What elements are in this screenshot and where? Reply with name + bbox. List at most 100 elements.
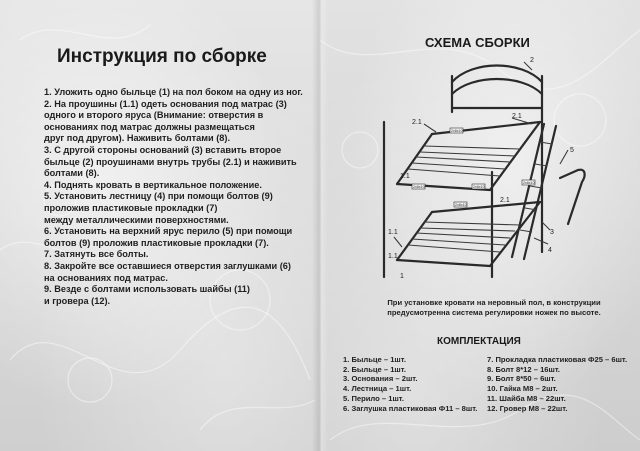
- leader-line: [393, 236, 403, 248]
- ladder-rung: [529, 185, 543, 189]
- step-line: болтами (8).: [44, 168, 100, 179]
- upper-slat: [423, 145, 521, 150]
- step-line: 1. Уложить одно быльце (1) на пол боком …: [44, 87, 303, 97]
- note-line: предусмотренна система регулировки ножек…: [387, 308, 601, 317]
- book-fold-shadow: [312, 0, 328, 451]
- safety-railing: [558, 168, 586, 226]
- lower-base-end: [395, 210, 434, 262]
- kit-item: 4. Лестница – 1шт.: [343, 384, 412, 394]
- kit-item: 5. Перило – 1шт.: [343, 393, 404, 403]
- lower-slat: [407, 244, 501, 253]
- bolt-marker: [471, 183, 486, 190]
- headboard-arch: [450, 64, 544, 84]
- step-line: болтов (9) проложив пластиковые прокладк…: [44, 237, 269, 248]
- lower-slat: [415, 232, 511, 239]
- step-line: 5. Установить лестницу (4) при помощи бо…: [44, 191, 273, 202]
- step-line: друг под другом). Наживить болтами (8).: [44, 133, 231, 144]
- upper-slat: [411, 162, 506, 170]
- leader-line: [511, 117, 533, 125]
- bolt-marker: [453, 201, 468, 208]
- left-page: Инструкция по сборке 1. Уложить одно был…: [0, 0, 320, 451]
- leader-line: [541, 221, 551, 231]
- part-label-1-1: 1.1: [388, 253, 398, 260]
- kit-item: 7. Прокладка пластиковая Ф25 – 6шт.: [487, 355, 628, 364]
- ladder-rung: [539, 141, 553, 145]
- bolt-marker: [521, 179, 536, 186]
- part-label-5: 5: [570, 147, 574, 154]
- bolt-marker-label: 2x8x10: [473, 185, 485, 189]
- bolt-marker-label: 2x8x10: [523, 181, 535, 185]
- upper-slat: [407, 168, 501, 177]
- lower-base-side: [430, 200, 542, 214]
- part-label-1-1: 1.1: [400, 173, 410, 180]
- step-line: 9. Везде с болтами использовать шайбы (1…: [44, 284, 250, 295]
- kit-item: 10. Гайка М8 – 2шт.: [487, 384, 558, 394]
- kit-item: 1. Быльце – 1шт.: [343, 355, 406, 364]
- kit-item: 11. Шайба М8 – 22шт.: [487, 393, 566, 403]
- part-label-2-1: 2.1: [500, 197, 510, 204]
- part-label-4: 4: [548, 247, 552, 254]
- part-label-1-1: 1.1: [388, 229, 398, 236]
- floral-pattern-decoration: [320, 29, 640, 441]
- lower-slat: [423, 221, 521, 226]
- step-line: одного и второго яруса (Внимание: отверс…: [44, 110, 264, 121]
- leader-line: [423, 123, 437, 133]
- step-line: основаниях под матрас должны размещаться: [44, 121, 255, 132]
- leader-line: [523, 61, 533, 71]
- lower-slat: [419, 227, 516, 232]
- scheme-title: СХЕМА СБОРКИ: [425, 35, 530, 50]
- bolt-marker-label: 2x8x10: [413, 185, 425, 189]
- bunk-bed-assembly-diagram: 2x8x10 2x8x10 2x8x10 2x8x10 2x8x10 2 2.1…: [382, 57, 586, 280]
- instructions-title: Инструкция по сборке: [57, 46, 267, 67]
- step-line: 2. На проушины (1.1) одеть основания под…: [44, 98, 287, 109]
- step-line: 8. Закройте все оставшиеся отверстия заг…: [44, 260, 291, 271]
- floral-pattern-decoration: [0, 24, 316, 431]
- leader-line: [533, 237, 549, 245]
- kit-item: 6. Заглушка пластиковая Ф11 – 8шт.: [343, 403, 478, 413]
- kit-item: 3. Основания – 2шт.: [343, 374, 418, 384]
- part-label-2-1: 2.1: [512, 113, 522, 120]
- ladder-rail: [522, 124, 558, 261]
- lower-base-end: [488, 200, 542, 268]
- step-line: 3. С другой стороны оснований (3) встави…: [44, 144, 282, 155]
- upper-base-side: [430, 120, 542, 136]
- bolt-marker: [449, 127, 464, 134]
- bolt-marker-label: 2x8x10: [455, 203, 467, 207]
- part-label-2-1: 2.1: [412, 119, 422, 126]
- step-line: быльце (2) проушинами внутрь трубы (2.1)…: [44, 156, 297, 167]
- lower-base-side: [395, 258, 492, 268]
- step-line: 4. Поднять кровать в вертикальное положе…: [44, 179, 262, 190]
- bolt-marker-label: 2x8x10: [451, 129, 463, 133]
- kit-title: КОМПЛЕКТАЦИЯ: [437, 336, 521, 347]
- step-line: между металлическими поверхностями.: [44, 214, 229, 225]
- leveling-note: При установке кровати на неровный пол, в…: [349, 298, 639, 318]
- kit-item: 12. Гровер М8 – 22шт.: [487, 403, 568, 413]
- kit-list-right: 7. Прокладка пластиковая Ф25 – 6шт. 8. Б…: [487, 355, 627, 413]
- upper-base-end: [395, 132, 434, 186]
- ladder-rung: [519, 229, 533, 233]
- note-line: При установке кровати на неровный пол, в…: [387, 298, 601, 307]
- part-label-3: 3: [550, 229, 554, 236]
- upper-slat: [419, 151, 516, 157]
- right-page: [320, 0, 640, 451]
- ladder-rung: [534, 163, 548, 167]
- assembly-steps-list: 1. Уложить одно быльце (1) на пол боком …: [44, 87, 314, 307]
- leader-line: [559, 149, 569, 165]
- step-line: на основаниях под матрас.: [44, 272, 168, 283]
- step-line: проложив пластиковые прокладки (7): [44, 202, 218, 213]
- part-label-2: 2: [530, 57, 534, 64]
- kit-item: 9. Болт 8*50 – 6шт.: [487, 374, 556, 384]
- part-label-1: 1: [400, 273, 404, 280]
- step-line: и гровера (12).: [44, 295, 111, 306]
- upper-slat: [415, 156, 511, 163]
- bolt-marker: [411, 183, 426, 190]
- kit-item: 2. Быльце – 1шт.: [343, 364, 406, 374]
- headboard-arch: [450, 78, 544, 96]
- ladder-rung: [524, 207, 538, 211]
- kit-list-left: 1. Быльце – 1шт. 2. Быльце – 1шт. 3. Осн…: [343, 355, 477, 413]
- lower-slat: [411, 238, 506, 246]
- ladder-rail: [510, 122, 546, 259]
- kit-item: 8. Болт 8*12 – 16шт.: [487, 364, 561, 374]
- step-line: 6. Установить на верхний ярус перило (5)…: [44, 226, 293, 237]
- step-line: 7. Затянуть все болты.: [44, 249, 149, 260]
